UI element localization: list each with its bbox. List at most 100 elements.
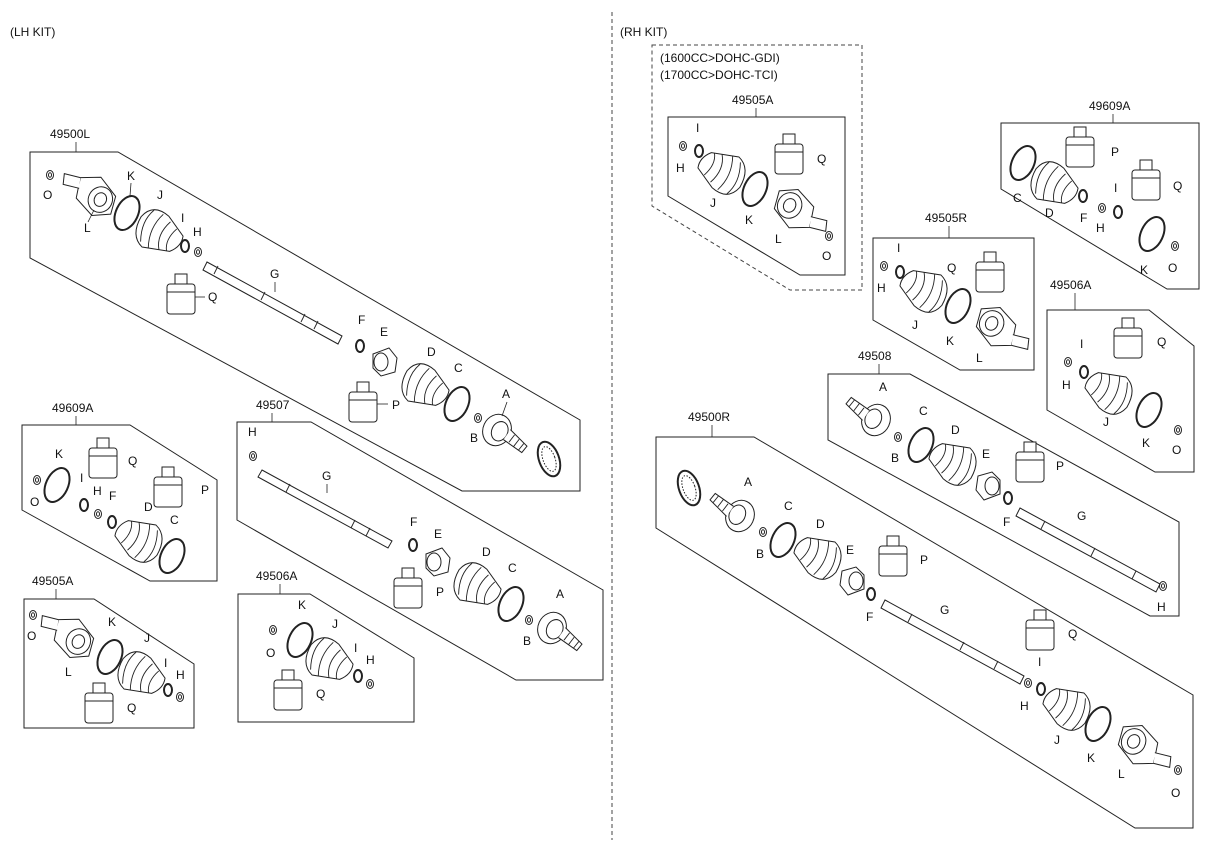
label-q: Q bbox=[208, 290, 217, 304]
label-p: P bbox=[436, 585, 444, 599]
nut-icon bbox=[29, 610, 37, 620]
label-h: H bbox=[248, 425, 257, 439]
label-g: G bbox=[322, 469, 331, 483]
label-k: K bbox=[298, 598, 306, 612]
label-o: O bbox=[43, 188, 52, 202]
label-e: E bbox=[846, 543, 854, 557]
clip-icon bbox=[355, 339, 365, 353]
label-j: J bbox=[710, 196, 716, 210]
label-k: K bbox=[1087, 751, 1095, 765]
rh-joint-kit-r-frame bbox=[872, 237, 1035, 371]
nut-icon bbox=[525, 615, 533, 625]
nut-icon bbox=[176, 692, 184, 702]
boot-icon bbox=[921, 431, 985, 492]
nut-icon bbox=[33, 475, 41, 485]
engine-note-line-1: (1600CC>DOHC-GDI) bbox=[660, 51, 780, 65]
label-f: F bbox=[1080, 211, 1087, 225]
label-g: G bbox=[940, 603, 949, 617]
clip-icon bbox=[1036, 682, 1046, 696]
label-h: H bbox=[1157, 600, 1166, 614]
tone-wheel-icon bbox=[672, 466, 706, 510]
label-p: P bbox=[1056, 459, 1064, 473]
label-q: Q bbox=[1173, 179, 1182, 193]
rh-boot-kit-a-part-number: 49609A bbox=[1089, 99, 1130, 113]
inner-joint-icon bbox=[477, 409, 536, 460]
bearing-icon bbox=[372, 347, 398, 377]
label-q: Q bbox=[947, 261, 956, 275]
label-k: K bbox=[745, 213, 753, 227]
label-g: G bbox=[270, 267, 279, 281]
label-c: C bbox=[508, 561, 517, 575]
label-a: A bbox=[556, 587, 564, 601]
label-j: J bbox=[912, 318, 918, 332]
grease-q-icon bbox=[774, 133, 804, 175]
lh-boot-kit-b-frame bbox=[237, 593, 415, 723]
bearing-icon bbox=[839, 566, 865, 596]
rh-boot-kit-b: 49506A H I J K O Q bbox=[1046, 278, 1195, 473]
label-o: O bbox=[1168, 261, 1177, 275]
boot-icon bbox=[1035, 676, 1099, 737]
label-i: I bbox=[1114, 181, 1117, 195]
outer-joint-icon bbox=[52, 160, 125, 224]
label-j: J bbox=[157, 188, 163, 202]
label-j: J bbox=[144, 631, 150, 645]
label-i: I bbox=[181, 211, 184, 225]
label-c: C bbox=[454, 361, 463, 375]
boot-icon bbox=[786, 525, 850, 586]
label-p: P bbox=[920, 553, 928, 567]
lh-shaft-frame bbox=[29, 151, 581, 492]
grease-p-icon bbox=[878, 535, 908, 577]
label-h: H bbox=[877, 281, 886, 295]
label-c: C bbox=[1013, 191, 1022, 205]
rh-shaft-assembly: 49500R A B C D E F P G Q H I J K L O bbox=[655, 410, 1194, 829]
nut-icon bbox=[1171, 241, 1179, 251]
nut-icon bbox=[1159, 581, 1167, 591]
shaft-icon bbox=[880, 599, 1025, 685]
nut-icon bbox=[46, 170, 54, 180]
label-c: C bbox=[919, 404, 928, 418]
label-h: H bbox=[93, 484, 102, 498]
clip-icon bbox=[895, 265, 905, 279]
boot-icon bbox=[109, 645, 173, 706]
label-d: D bbox=[427, 345, 436, 359]
inner-joint-icon bbox=[701, 486, 760, 537]
label-d: D bbox=[816, 517, 825, 531]
inner-joint-icon bbox=[837, 390, 896, 441]
shaft-icon bbox=[257, 469, 393, 549]
grease-q-icon bbox=[1131, 159, 1161, 201]
grease-q-icon bbox=[273, 669, 303, 711]
label-e: E bbox=[380, 325, 388, 339]
outer-joint-icon bbox=[30, 602, 103, 666]
clip-icon bbox=[1078, 189, 1088, 203]
grease-q-icon bbox=[166, 273, 196, 315]
clip-icon bbox=[180, 239, 190, 253]
label-b: B bbox=[891, 451, 899, 465]
grease-q-icon bbox=[84, 682, 114, 724]
grease-q-icon bbox=[1025, 609, 1055, 651]
label-i: I bbox=[897, 241, 900, 255]
label-d: D bbox=[482, 545, 491, 559]
rh-shaft-kit-part-number: 49508 bbox=[858, 349, 892, 363]
grease-q-icon bbox=[88, 437, 118, 479]
label-d: D bbox=[1045, 206, 1054, 220]
label-h: H bbox=[366, 653, 375, 667]
label-d: D bbox=[144, 500, 153, 514]
rh-joint-kit-a-part-number: 49505A bbox=[732, 93, 773, 107]
nut-icon bbox=[1174, 765, 1182, 775]
clip-icon bbox=[163, 683, 173, 697]
clip-icon bbox=[1079, 365, 1089, 379]
lh-boot-kit-a: 49609A K O Q P I H F D C bbox=[21, 401, 218, 582]
label-q: Q bbox=[128, 454, 137, 468]
label-d: D bbox=[951, 423, 960, 437]
lh-boot-kit-a-frame bbox=[21, 424, 218, 582]
label-k: K bbox=[1142, 436, 1150, 450]
rh-shaft-kit-frame bbox=[827, 373, 1180, 617]
rh-boot-kit-b-frame bbox=[1046, 309, 1195, 473]
label-h: H bbox=[676, 161, 685, 175]
label-p: P bbox=[1111, 145, 1119, 159]
nut-icon bbox=[194, 247, 202, 257]
label-f: F bbox=[1003, 515, 1010, 529]
lh-shaft-part-number: 49500L bbox=[50, 127, 90, 141]
grease-p-icon bbox=[153, 466, 183, 508]
label-e: E bbox=[434, 527, 442, 541]
